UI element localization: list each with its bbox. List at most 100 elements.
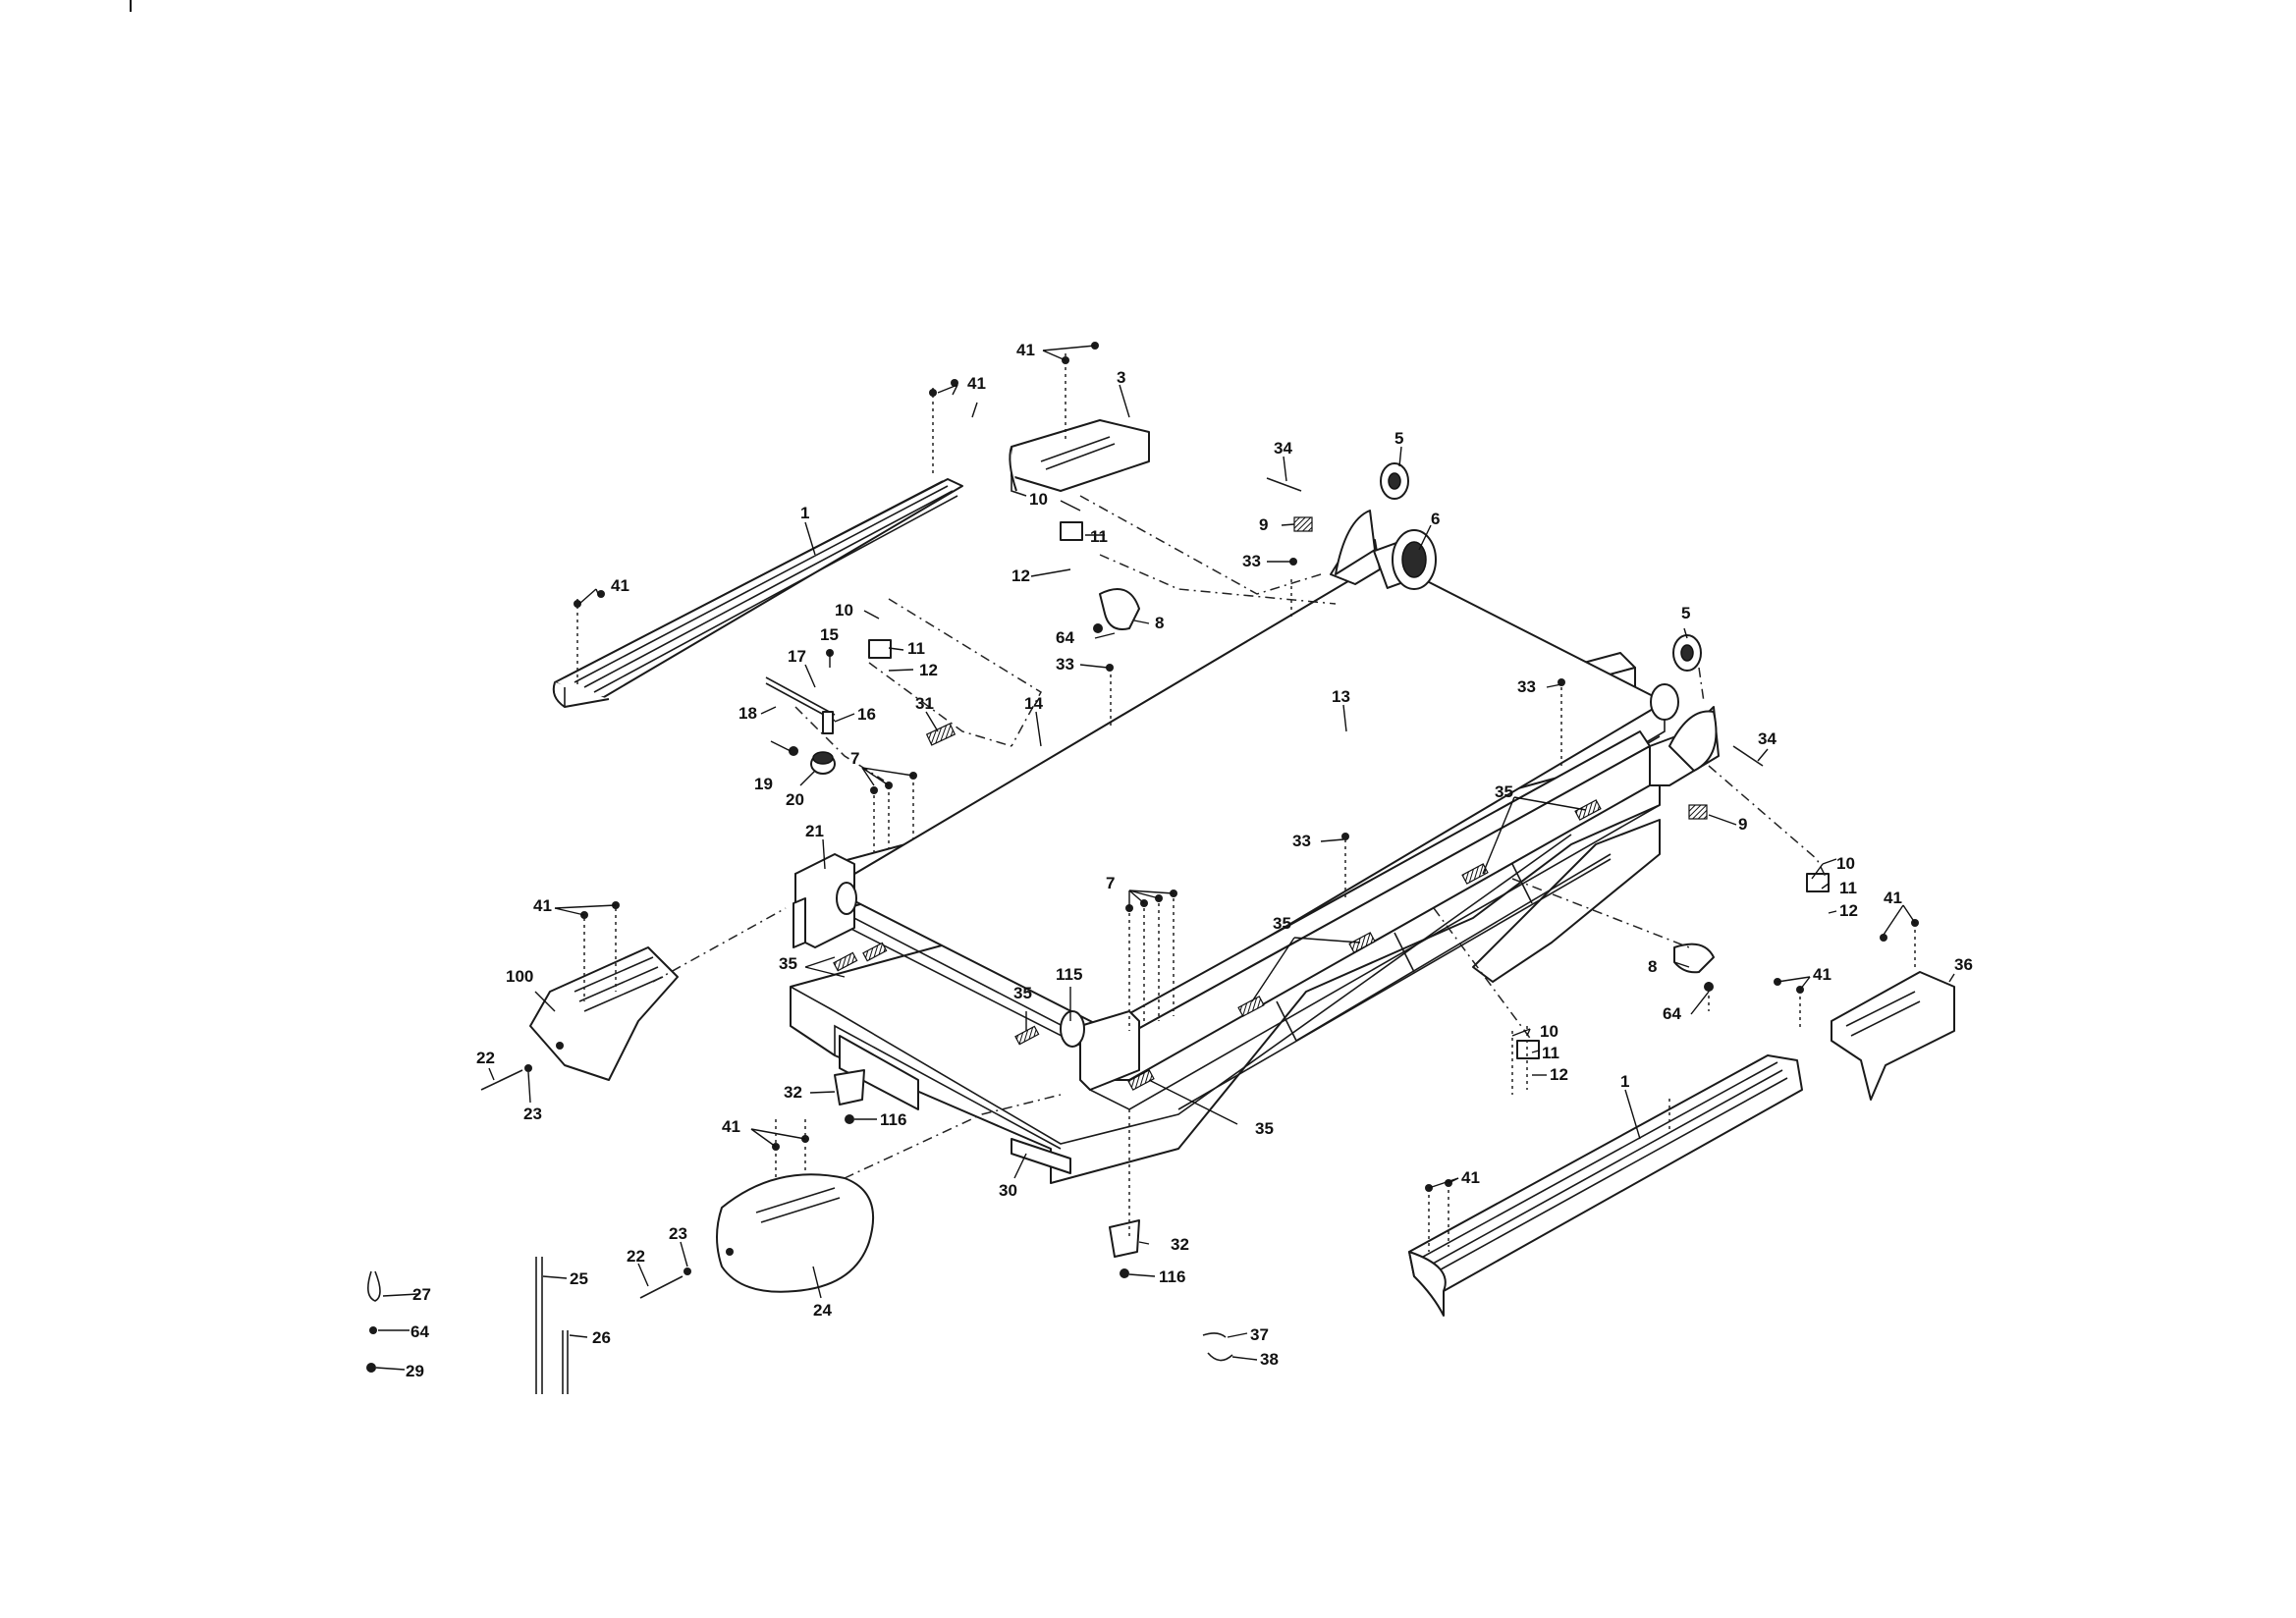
callout-10: 10	[1836, 854, 1855, 873]
screw-icon	[789, 746, 798, 756]
front-cap-100	[529, 946, 679, 1081]
clip-11-a	[1060, 521, 1083, 541]
callout-34: 34	[1274, 439, 1292, 458]
side-rail-1-left	[552, 478, 963, 708]
callout-29: 29	[406, 1362, 424, 1380]
callout-10: 10	[1029, 490, 1048, 509]
callout-41: 41	[533, 896, 552, 915]
callout-11: 11	[1542, 1044, 1559, 1062]
callout-11: 11	[1090, 527, 1108, 546]
bracket-8-b	[1673, 943, 1715, 974]
callout-10: 10	[1540, 1022, 1558, 1041]
callout-14: 14	[1024, 694, 1043, 713]
callout-20: 20	[786, 790, 804, 809]
callout-38: 38	[1260, 1350, 1279, 1369]
callout-33: 33	[1242, 552, 1261, 570]
callout-7: 7	[850, 749, 859, 768]
bolt-22-b	[639, 1275, 683, 1299]
callout-16: 16	[857, 705, 876, 724]
screw-icon	[1880, 934, 1887, 942]
callout-64: 64	[1663, 1004, 1681, 1023]
callout-30: 30	[999, 1181, 1017, 1200]
screw-icon	[574, 600, 581, 608]
callout-9: 9	[1738, 815, 1747, 834]
pad-35-e	[1127, 1069, 1155, 1091]
pad-35-a	[1574, 799, 1602, 821]
screw-icon	[929, 389, 937, 397]
callout-19: 19	[754, 775, 773, 793]
base-foot-left	[839, 1035, 919, 1110]
rod-17	[765, 676, 836, 716]
front-end-block-left	[793, 897, 806, 948]
callout-7: 7	[1106, 874, 1115, 892]
spacer-16	[822, 711, 834, 734]
callout-26: 26	[592, 1328, 611, 1347]
callout-12: 12	[1011, 566, 1030, 585]
callout-33: 33	[1292, 832, 1311, 850]
callout-1: 1	[800, 504, 809, 522]
callout-32: 32	[1171, 1235, 1189, 1254]
bracket-8-a	[1099, 588, 1140, 630]
pad-31	[925, 723, 957, 746]
pad-35-g	[833, 951, 858, 972]
clip-11-c	[1806, 873, 1830, 892]
callout-6: 6	[1431, 510, 1440, 528]
callout-11: 11	[1839, 879, 1857, 897]
rear-bracket-right	[1668, 710, 1718, 772]
callout-41: 41	[1884, 889, 1902, 907]
callout-21: 21	[805, 822, 824, 840]
callout-23: 23	[669, 1224, 687, 1243]
screw-icon	[1093, 623, 1103, 633]
clip-11-d	[1516, 1040, 1540, 1059]
washer-29	[366, 1363, 376, 1373]
treadmill-frame	[790, 510, 1720, 1184]
callout-24: 24	[813, 1301, 832, 1320]
rear-bracket-left	[1335, 510, 1376, 575]
screw-icon	[683, 1267, 691, 1275]
clip-11-b	[868, 639, 892, 659]
leveling-foot-32-b	[1109, 1219, 1140, 1258]
callout-12: 12	[1550, 1065, 1568, 1084]
callout-35: 35	[1495, 782, 1513, 801]
base-rear-curve	[1472, 819, 1661, 983]
callout-8: 8	[1155, 614, 1164, 632]
screw-icon	[845, 1114, 854, 1124]
pad-9-a	[1293, 516, 1313, 532]
bolt-22-a	[480, 1069, 523, 1091]
clip-27	[367, 1270, 381, 1302]
callout-35: 35	[1013, 984, 1032, 1002]
callout-33: 33	[1056, 655, 1074, 674]
callout-34: 34	[1758, 729, 1777, 748]
callout-5: 5	[1394, 429, 1403, 448]
callout-23: 23	[523, 1105, 542, 1123]
fasteners	[366, 342, 1919, 1394]
callout-32: 32	[784, 1083, 802, 1102]
screw-icon	[524, 1064, 532, 1072]
rear-cap-36	[1831, 971, 1955, 1101]
callout-37: 37	[1250, 1325, 1269, 1344]
callout-12: 12	[1839, 901, 1858, 920]
front-roller-end	[836, 882, 857, 915]
screw-icon	[870, 786, 878, 794]
callout-115: 115	[1056, 965, 1082, 984]
callout-64: 64	[410, 1322, 429, 1341]
clip-38	[1207, 1352, 1233, 1362]
callout-1: 1	[1620, 1072, 1629, 1091]
callout-41: 41	[967, 374, 986, 393]
callout-13: 13	[1332, 687, 1350, 706]
pad-35-f	[1014, 1025, 1040, 1046]
callout-22: 22	[627, 1247, 645, 1266]
callout-64: 64	[1056, 628, 1074, 647]
leveling-foot-32-a	[834, 1069, 865, 1106]
callout-41: 41	[1016, 341, 1035, 359]
callout-33: 33	[1517, 677, 1536, 696]
callout-12: 12	[919, 661, 938, 679]
callout-22: 22	[476, 1049, 495, 1067]
pad-35-h	[862, 942, 888, 962]
callout-41: 41	[1813, 965, 1831, 984]
callout-10: 10	[835, 601, 853, 620]
callout-5: 5	[1681, 604, 1690, 622]
callout-36: 36	[1954, 955, 1973, 974]
pad-35-d	[1237, 996, 1265, 1017]
